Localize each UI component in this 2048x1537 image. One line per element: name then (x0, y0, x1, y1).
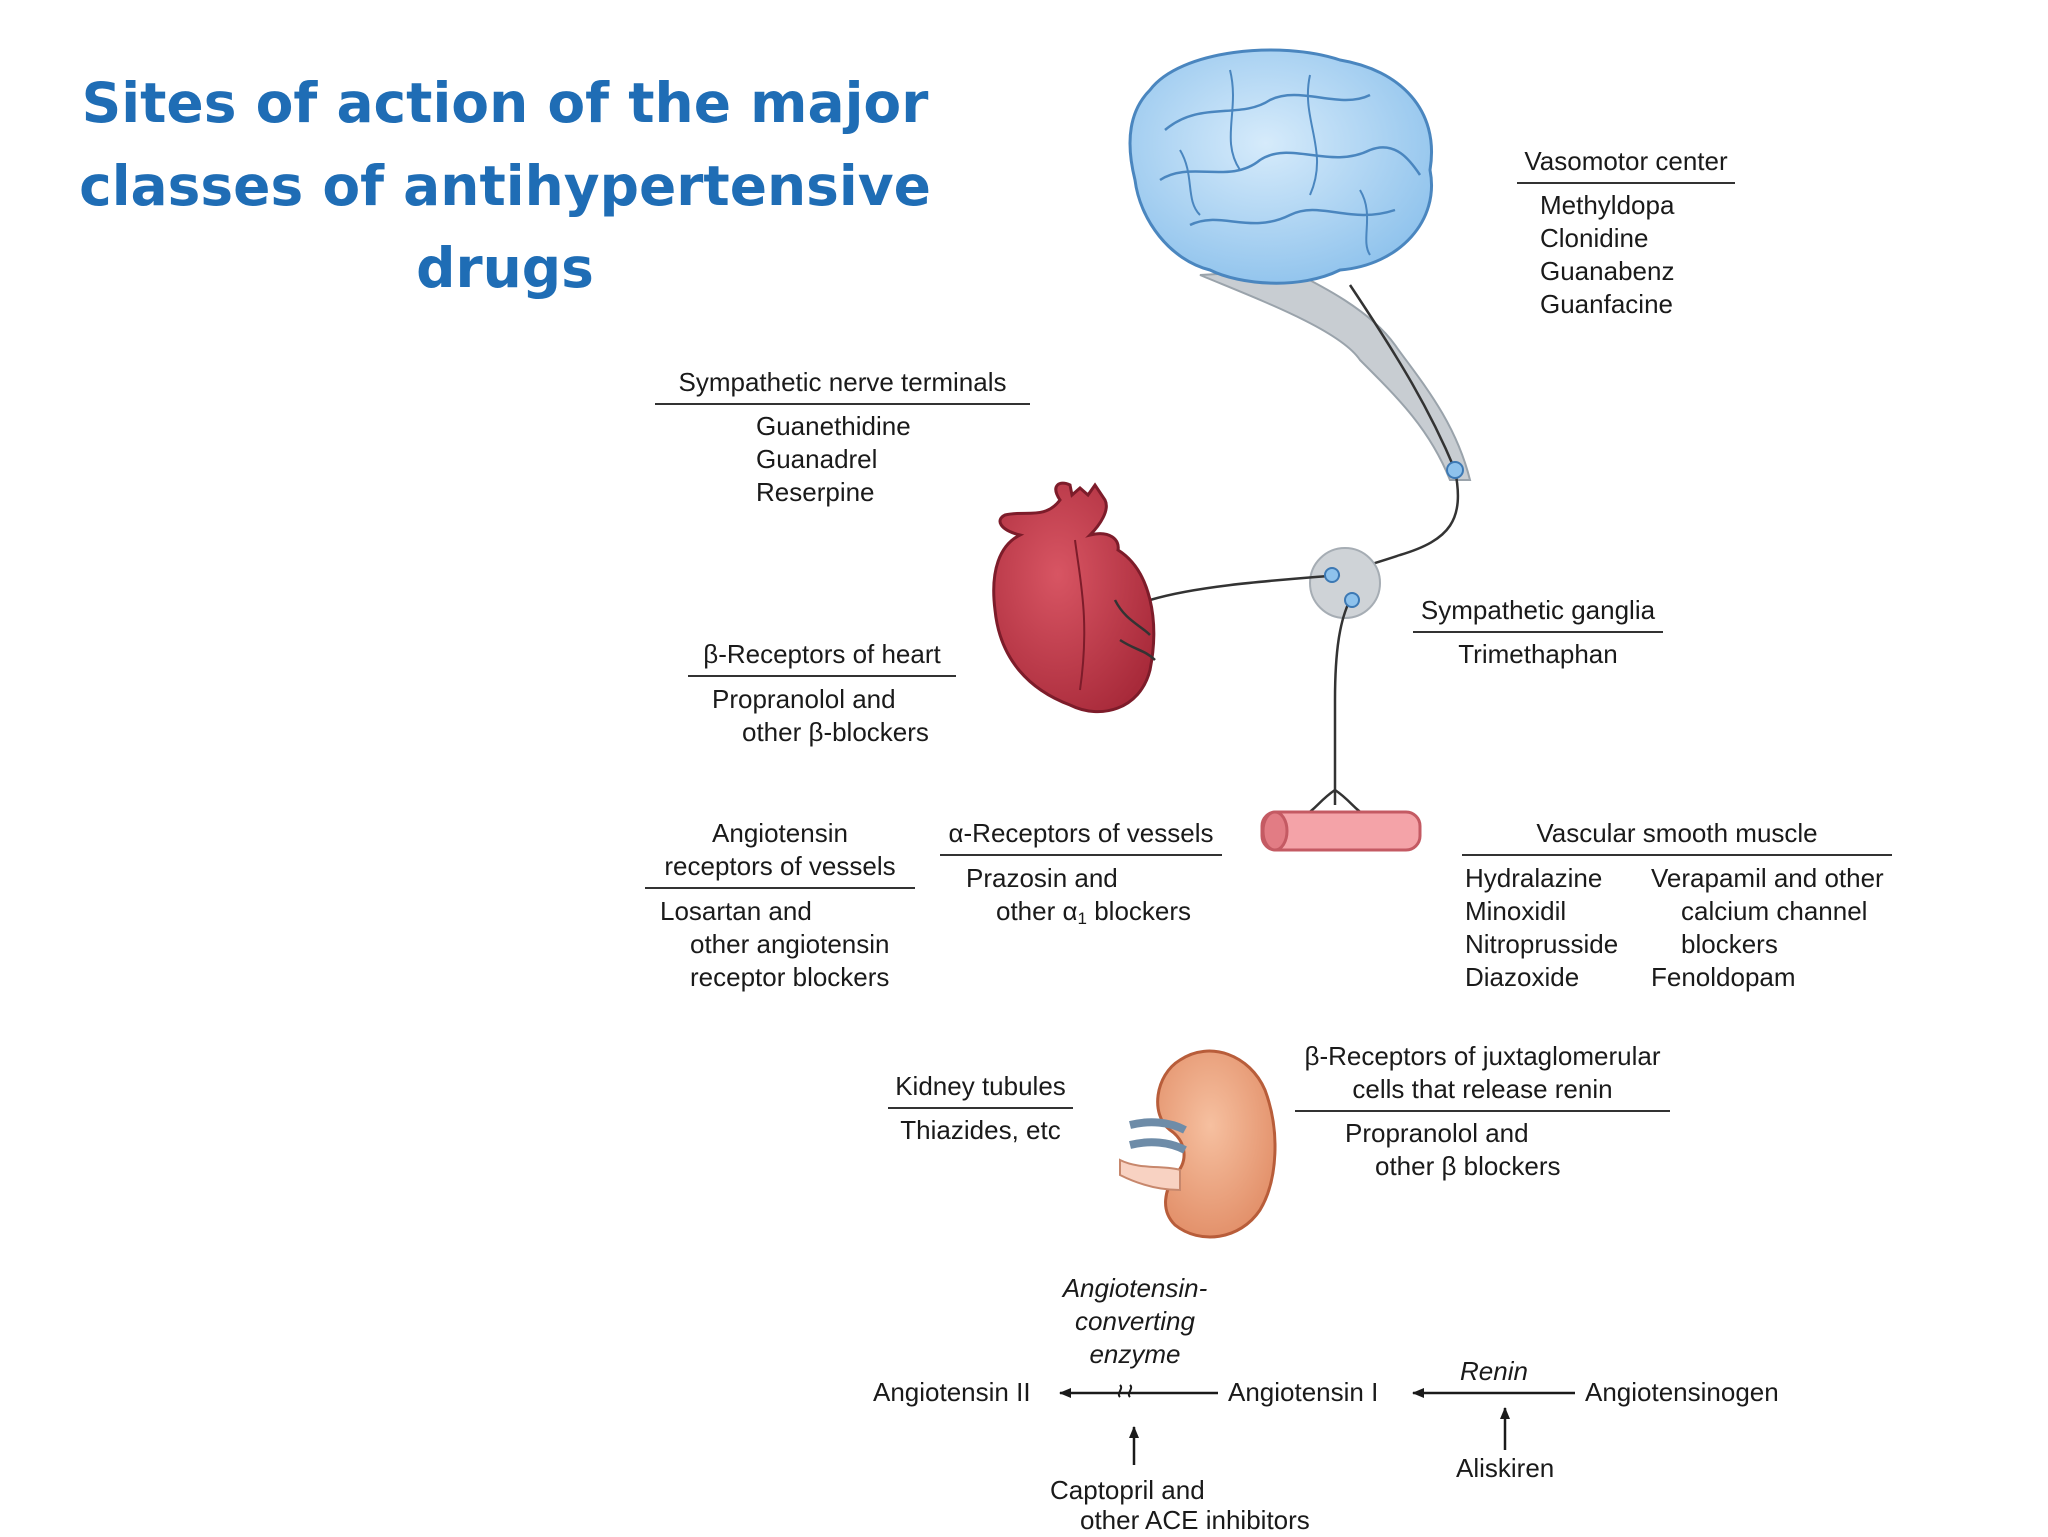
alpha-drug-line-1: Prazosin and (966, 863, 1118, 893)
smooth-muscle-header: Vascular smooth muscle (1462, 817, 1892, 856)
ganglia-header: Sympathetic ganglia (1413, 594, 1663, 633)
drug-clonidine: Clonidine (1540, 223, 1649, 253)
ace-label-line-3: enzyme (1089, 1339, 1181, 1369)
juxtaglomerular-header-line-1: β-Receptors of juxtaglomerular (1304, 1041, 1661, 1071)
angiotensin-receptors-header-line-2: receptors of vessels (645, 850, 915, 889)
renin-label: Renin (1460, 1356, 1528, 1386)
kidney-illustration (1119, 1049, 1277, 1239)
angiotensin-receptors-header-line-1: Angiotensin (712, 818, 848, 848)
drug-calcium-channel: calcium channel (1681, 896, 1868, 926)
drug-nitroprusside: Nitroprusside (1465, 929, 1619, 959)
angiotensin-i-label: Angiotensin I (1228, 1377, 1379, 1407)
drug-blockers: blockers (1681, 929, 1778, 959)
drug-guanethidine: Guanethidine (756, 411, 911, 441)
heart-illustration (992, 481, 1156, 714)
drug-guanadrel: Guanadrel (756, 444, 878, 474)
ace-label-line-2: converting (1075, 1306, 1195, 1336)
aliskiren-label: Aliskiren (1456, 1453, 1555, 1483)
drug-guanabenz: Guanabenz (1540, 256, 1675, 286)
drug-reserpine: Reserpine (756, 477, 875, 507)
drug-methyldopa: Methyldopa (1540, 190, 1675, 220)
angiotensin-drug-line-2: other angiotensin (690, 929, 890, 959)
juxtaglomerular-header-line-2: cells that release renin (1295, 1073, 1670, 1112)
beta-heart-header: β-Receptors of heart (688, 638, 956, 677)
angiotensin-ii-label: Angiotensin II (873, 1377, 1031, 1407)
raas-arrows (1059, 1384, 1575, 1465)
angiotensin-drug-line-1: Losartan and (660, 896, 812, 926)
drug-hydralazine: Hydralazine (1465, 863, 1603, 893)
drug-fenoldopam: Fenoldopam (1651, 962, 1796, 992)
drug-thiazides: Thiazides, etc (900, 1115, 1061, 1145)
drug-trimethaphan: Trimethaphan (1458, 639, 1618, 669)
ace-label-line-1: Angiotensin- (1062, 1273, 1208, 1303)
ace-inhibitor-line-1: Captopril and (1050, 1475, 1205, 1505)
kidney-tubules-header: Kidney tubules (888, 1070, 1073, 1109)
angiotensin-drug-line-3: receptor blockers (690, 962, 890, 992)
beta-heart-drug-line-1: Propranolol and (712, 684, 896, 714)
angiotensinogen-label: Angiotensinogen (1585, 1377, 1779, 1407)
alpha-drug-line-2: other α1 blockers (996, 896, 1192, 928)
beta-heart-drug-line-2: other β-blockers (742, 717, 929, 747)
drug-minoxidil: Minoxidil (1465, 896, 1567, 926)
page-title-line-1: Sites of action of the major (81, 71, 929, 135)
juxtaglomerular-drug-line-2: other β blockers (1375, 1151, 1561, 1181)
vasomotor-center-header: Vasomotor center (1517, 145, 1735, 184)
juxtaglomerular-drug-line-1: Propranolol and (1345, 1118, 1529, 1148)
blood-vessel-illustration (1260, 810, 1422, 852)
brain-illustration (1128, 48, 1433, 285)
drug-diazoxide: Diazoxide (1465, 962, 1580, 992)
nerve-terminals-header: Sympathetic nerve terminals (655, 366, 1030, 405)
nerve-pathways (1114, 461, 1464, 817)
page-title-line-2: classes of antihypertensive drugs (79, 154, 931, 300)
spinal-cord (1199, 268, 1472, 481)
ace-inhibitor-line-2: other ACE inhibitors (1080, 1505, 1310, 1535)
drug-guanfacine: Guanfacine (1540, 289, 1673, 319)
ace-block-symbol (1117, 1384, 1133, 1398)
alpha-vessels-header: α-Receptors of vessels (940, 817, 1222, 856)
drug-verapamil: Verapamil and other (1651, 863, 1884, 893)
